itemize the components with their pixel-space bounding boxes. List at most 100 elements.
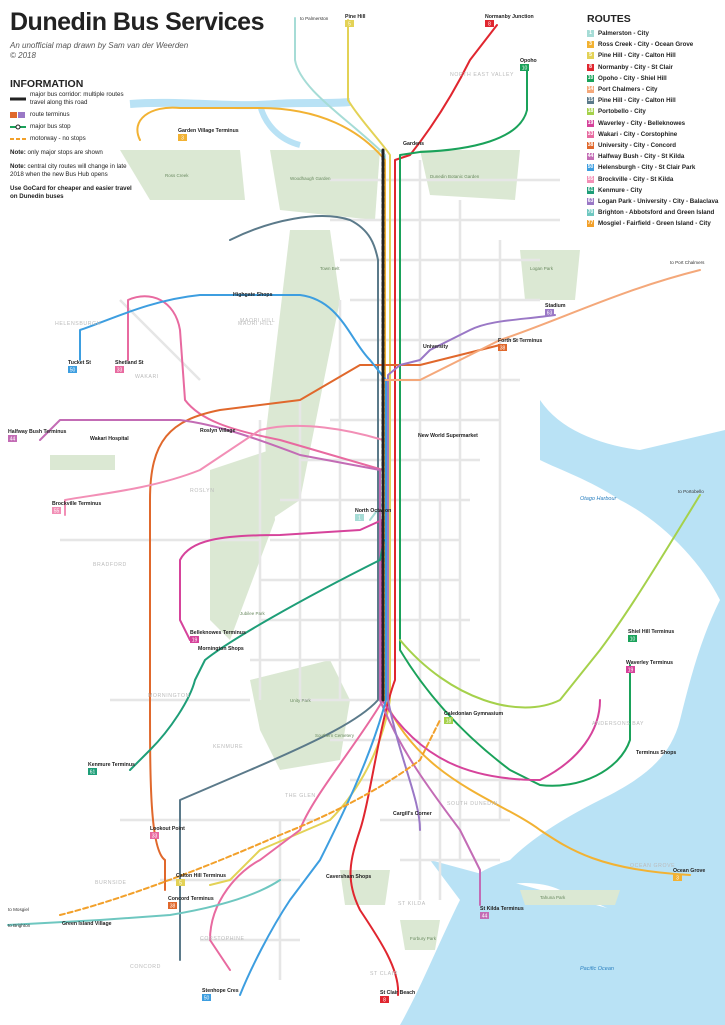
route-44-line: [39, 419, 481, 906]
terminus-badge-number: 55: [54, 509, 60, 515]
stop-label: Cargill's Corner: [393, 811, 432, 817]
suburb-labels: NORTH EAST VALLEY HELENSBURGH WAKARI MAO…: [55, 72, 675, 977]
terminus-badge-number: 19: [628, 668, 634, 674]
route-77-line: [59, 719, 441, 916]
stop-icon: [10, 123, 26, 131]
stop-label: Normanby Junction: [485, 14, 534, 20]
legend-text: motorway - no stops: [30, 135, 86, 142]
suburb-label-16: OCEAN GROVE: [630, 863, 675, 869]
stop-label: Roslyn Village: [200, 428, 235, 434]
terminus-badge: [444, 717, 453, 724]
water-areas: [129, 98, 725, 1025]
route-number-badge: 33: [587, 130, 594, 138]
park-label-8: Forbury Park: [410, 936, 437, 941]
terminus-badge-number: 44: [10, 437, 16, 443]
water-label-0: Otago Harbour: [580, 496, 618, 502]
terminus-badge-number: 61: [90, 770, 96, 776]
route-63-line: [387, 314, 556, 831]
suburb-label-17: ANDERSONS BAY: [592, 721, 644, 727]
routes-heading: ROUTES: [587, 13, 631, 25]
suburb-label-0: NORTH EAST VALLEY: [450, 72, 514, 78]
stop-label: Tucket St: [68, 360, 91, 366]
route-number-badge: 44: [587, 153, 594, 161]
terminus-icon: [10, 111, 26, 119]
route-lines: [7, 17, 701, 996]
suburb-label-13: CORSTOPHINE: [200, 936, 245, 942]
route-name: Kenmure - City: [598, 186, 643, 194]
terminus-badge-number: 10: [630, 637, 636, 643]
info-note: Use GoCard for cheaper and easier travel…: [10, 185, 135, 201]
stop-label: Green Island Village: [62, 921, 112, 927]
info-note: Note: central city routes will change in…: [10, 163, 135, 179]
terminus-badge: [345, 20, 354, 27]
terminus-badge-number: 5: [348, 22, 351, 28]
stop-label: Highgate Shops: [233, 292, 273, 298]
stop-label: Stenhope Cres: [202, 988, 239, 994]
stop-label: Shiel Hill Terminus: [628, 629, 674, 635]
legend-stop: major bus stop: [10, 123, 135, 131]
stop-label: Lookout Point: [150, 826, 185, 832]
terminus-badge: [498, 344, 507, 351]
suburb-label-11: BURNSIDE: [95, 880, 127, 886]
stop-label: Opoho: [520, 58, 537, 64]
route-61-line: [129, 539, 385, 771]
stop-label: St Clair Beach: [380, 990, 415, 996]
note-bold: Use GoCard for cheaper and easier travel…: [10, 185, 132, 200]
stop-label: University: [423, 344, 448, 350]
route-1-line: [294, 17, 386, 521]
note-bold: Note:: [10, 163, 26, 170]
park-label-5: Jubilee Park: [240, 611, 266, 616]
terminus-badge: [88, 768, 97, 775]
route-number-badge: 15: [587, 97, 594, 105]
legend-text: major bus corridor: multiple routes trav…: [30, 91, 124, 106]
route-number-badge: 63: [587, 197, 594, 205]
route-name: Opoho - City - Shiel Hill: [598, 74, 667, 82]
note-bold: Note:: [10, 149, 26, 156]
route-name: Logan Park - University - City - Balacla…: [598, 197, 719, 205]
park-label-0: Ross Creek: [165, 173, 189, 178]
note-text: only major stops are shown: [25, 149, 103, 156]
route-50-line: [79, 294, 387, 996]
terminus-badge-number: 8: [383, 998, 386, 1004]
map-subtitle: An unofficial map drawn by Sam van der W…: [10, 41, 188, 61]
route-number-badge: 38: [587, 141, 594, 149]
direction-label-2: to Portobello: [678, 489, 704, 494]
stop-label: Waverley Terminus: [626, 660, 673, 666]
park-labels: Ross Creek Woodhaugh Garden Dunedin Bota…: [165, 173, 566, 941]
route-name: University - City - Concord: [598, 141, 677, 149]
terminus-badge-number: 50: [70, 368, 76, 374]
route-18-line: [399, 494, 701, 709]
terminus-badge: [190, 636, 199, 643]
suburb-label-9: THE GLEN: [285, 793, 316, 799]
subtitle-line: An unofficial map drawn by Sam van der W…: [10, 41, 189, 50]
terminus-badge: [626, 666, 635, 673]
suburb-label-12: CONCORD: [130, 964, 161, 970]
park-label-9: Tahuna Park: [540, 895, 566, 900]
terminus-badge-number: 5: [179, 881, 182, 887]
stop-label: Garden Village Terminus: [178, 128, 239, 134]
legend-corridor: major bus corridor: multiple routes trav…: [10, 91, 135, 107]
route-19-line: [179, 519, 601, 781]
terminus-badge-number: 18: [446, 719, 452, 725]
terminus-badge-number: 50: [204, 996, 210, 1002]
route-number-badge: 70: [587, 209, 594, 217]
terminus-badge: [202, 994, 211, 1001]
direction-label-4: to Brighton: [8, 923, 31, 928]
terminus-badge-number: 33: [117, 368, 123, 374]
stop-label: Caledonian Gymnasium: [444, 711, 503, 717]
suburb-label-14: ST KILDA: [398, 901, 426, 907]
stop-label: Stadium: [545, 303, 566, 309]
stop-label: St Kilda Terminus: [480, 906, 524, 912]
route-number-badge: 3: [587, 41, 594, 49]
park-label-1: Woodhaugh Garden: [290, 176, 331, 181]
suburb-label-8: MAORI HILL: [238, 321, 273, 327]
